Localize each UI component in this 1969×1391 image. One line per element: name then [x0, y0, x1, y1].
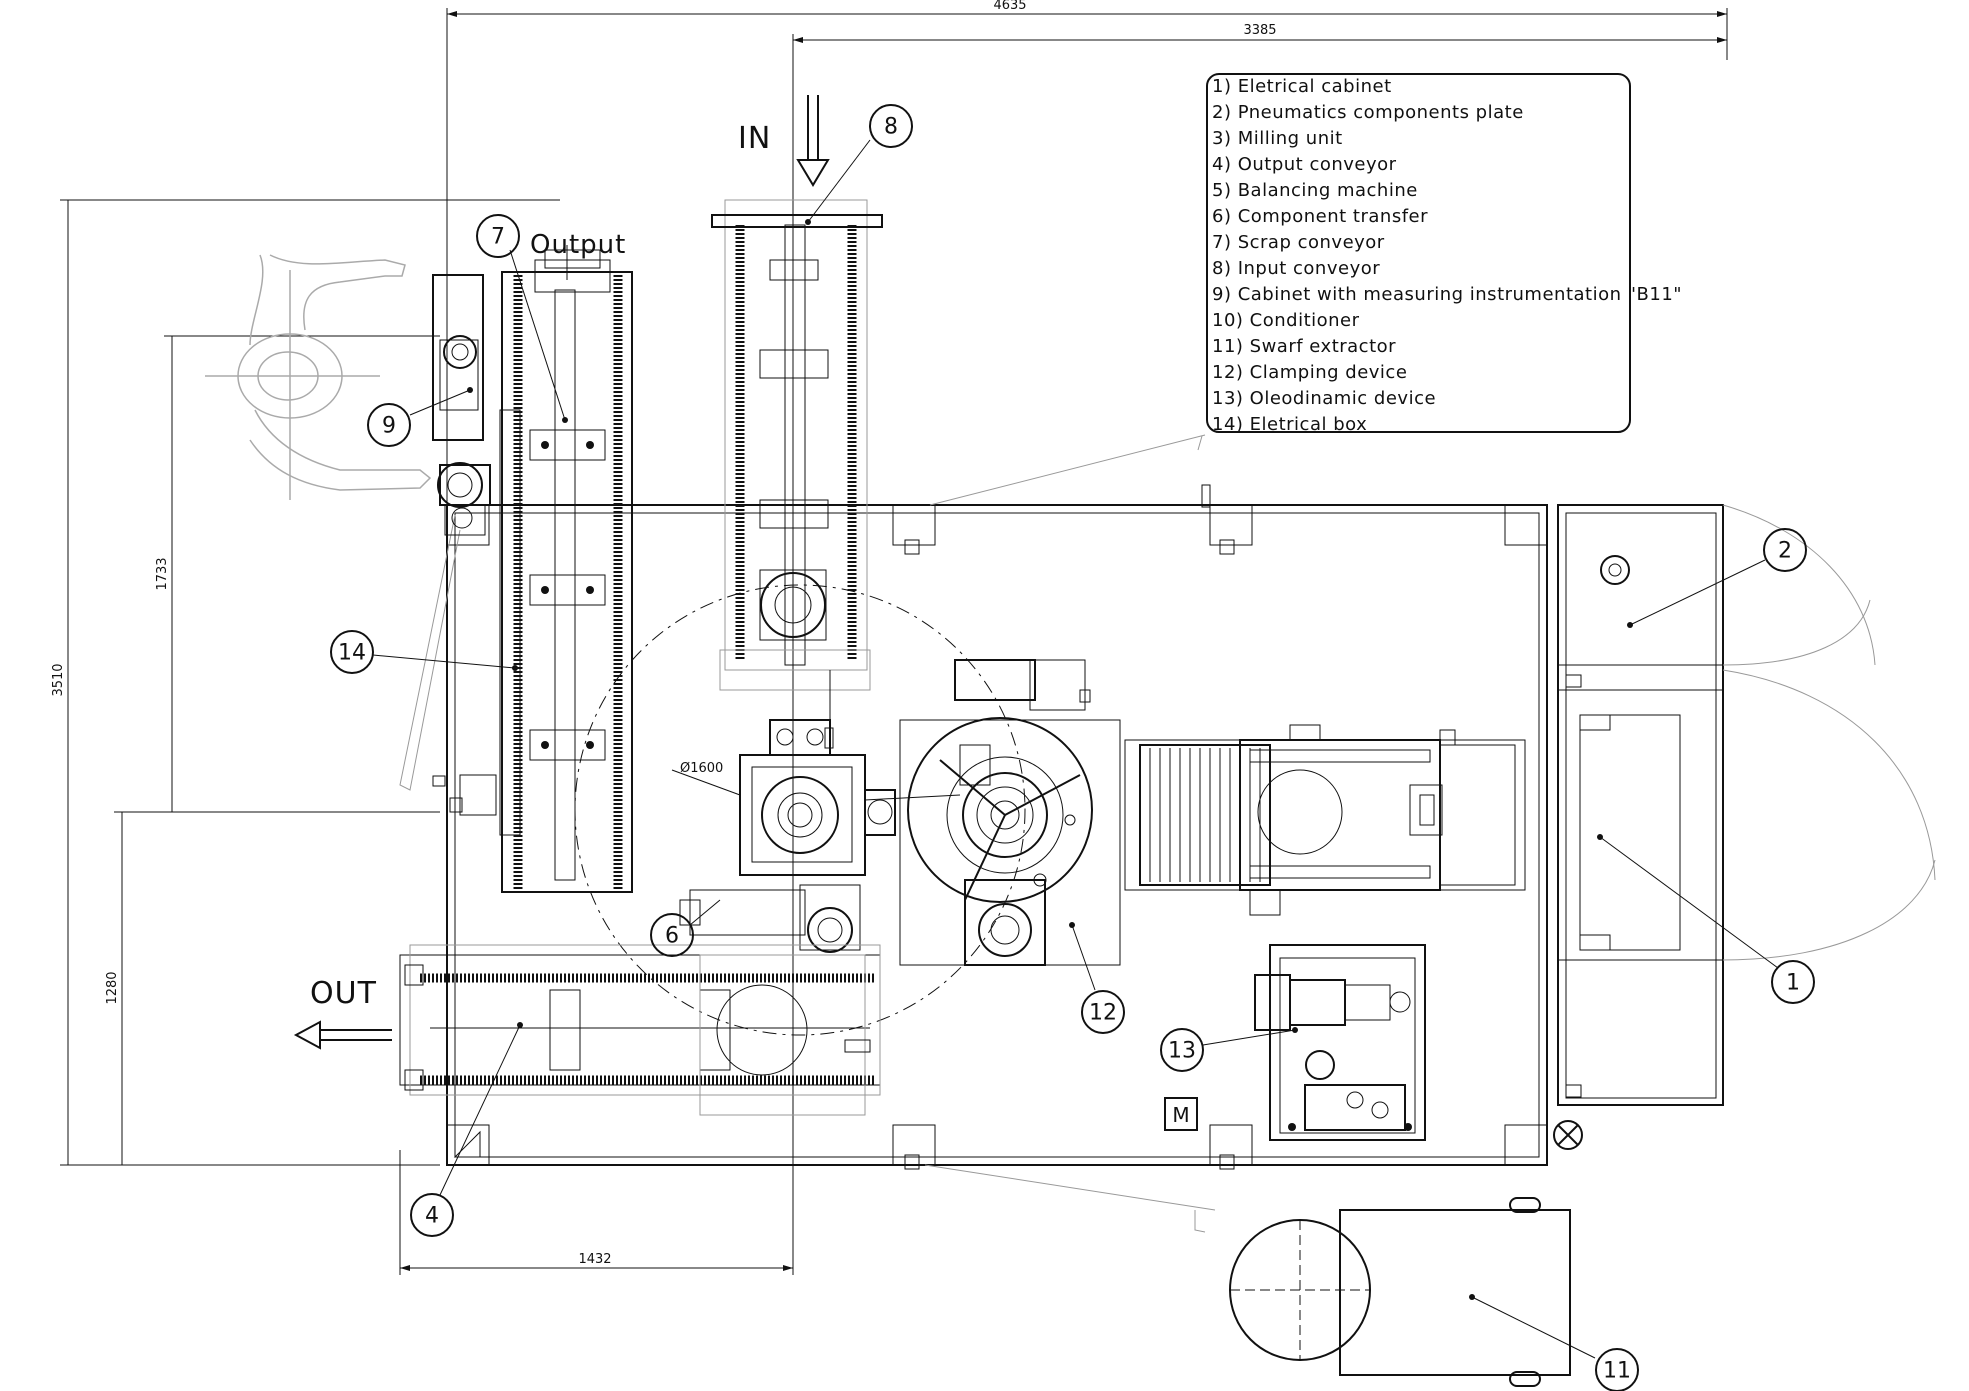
measuring-cabinet — [432, 274, 491, 536]
balloon-6-number: 6 — [665, 924, 679, 949]
milling-unit — [1124, 724, 1526, 916]
input-conveyor — [711, 199, 883, 691]
dim-total-width: 4635 — [993, 0, 1026, 13]
balloon-12 — [1081, 990, 1125, 1034]
balloon-11 — [1595, 1348, 1639, 1391]
electrical-cabinet — [1553, 504, 1936, 1150]
balloon-11-number: 11 — [1603, 1359, 1631, 1384]
balloon-2-number: 2 — [1778, 539, 1792, 564]
balloon-1 — [1771, 960, 1815, 1004]
legend-item: 3) Milling unit — [1212, 128, 1343, 149]
out-arrow-icon — [293, 1020, 392, 1050]
legend-list: 1) Eletrical cabinet 2) Pneumatics compo… — [1212, 76, 1682, 435]
legend-item: 2) Pneumatics components plate — [1212, 102, 1524, 123]
legend-item: 4) Output conveyor — [1212, 154, 1397, 175]
balloon-6 — [650, 913, 694, 957]
balloon-7-number: 7 — [491, 225, 505, 250]
motor-label: M — [1172, 1103, 1189, 1127]
legend-item: 14) Eletrical box — [1212, 414, 1367, 435]
legend-item: 7) Scrap conveyor — [1212, 232, 1385, 253]
legend-box — [1206, 73, 1631, 433]
balloon-13 — [1160, 1028, 1204, 1072]
transfer-swing-circle — [574, 584, 1026, 1036]
balloon-4 — [410, 1193, 454, 1237]
legend-item: 8) Input conveyor — [1212, 258, 1380, 279]
swarf-extractor — [1229, 1197, 1571, 1387]
balloon-9 — [367, 403, 411, 447]
legend-item: 10) Conditioner — [1212, 310, 1360, 331]
dim-lower-height: 1280 — [105, 971, 120, 1004]
dim-total-height: 3510 — [51, 663, 66, 696]
dim-bottom-width: 1432 — [578, 1252, 611, 1267]
balloon-9-number: 9 — [382, 414, 396, 439]
output-conveyor — [399, 944, 881, 1116]
balloon-2 — [1763, 528, 1807, 572]
balloon-1-number: 1 — [1786, 971, 1800, 996]
in-label: IN — [738, 121, 771, 156]
legend-item: 11) Swarf extractor — [1212, 336, 1396, 357]
legend-item: 9) Cabinet with measuring instrumentatio… — [1212, 284, 1682, 305]
balloon-14-number: 14 — [338, 641, 366, 666]
balancing-machine — [899, 659, 1121, 966]
base-frame — [399, 434, 1548, 1233]
scrap-conveyor — [499, 245, 633, 893]
legend-item: 5) Balancing machine — [1212, 180, 1418, 201]
dimension-lines — [60, 8, 1728, 1275]
legend-item: 1) Eletrical cabinet — [1212, 76, 1392, 97]
legend-item: 6) Component transfer — [1212, 206, 1428, 227]
output-label: Output — [530, 230, 626, 260]
legend-item: 12) Clamping device — [1212, 362, 1407, 383]
operator-figure — [205, 254, 432, 500]
balloon-8-number: 8 — [884, 115, 898, 140]
dim-circle-diameter: Ø1600 — [680, 761, 723, 776]
balloon-12-number: 12 — [1089, 1001, 1117, 1026]
in-arrow-icon — [796, 95, 830, 187]
legend-item: 13) Oleodinamic device — [1212, 388, 1436, 409]
balloon-14 — [330, 630, 374, 674]
balloon-13-number: 13 — [1168, 1039, 1196, 1064]
dim-upper-height: 1733 — [155, 557, 170, 590]
out-label: OUT — [310, 976, 377, 1011]
dim-right-width: 3385 — [1243, 23, 1276, 38]
component-transfer — [679, 670, 961, 953]
balloon-8 — [869, 104, 913, 148]
balloon-4-number: 4 — [425, 1204, 439, 1229]
oleodinamic-device — [1254, 944, 1426, 1141]
balloon-7 — [476, 214, 520, 258]
motor-symbol — [1164, 1097, 1198, 1131]
